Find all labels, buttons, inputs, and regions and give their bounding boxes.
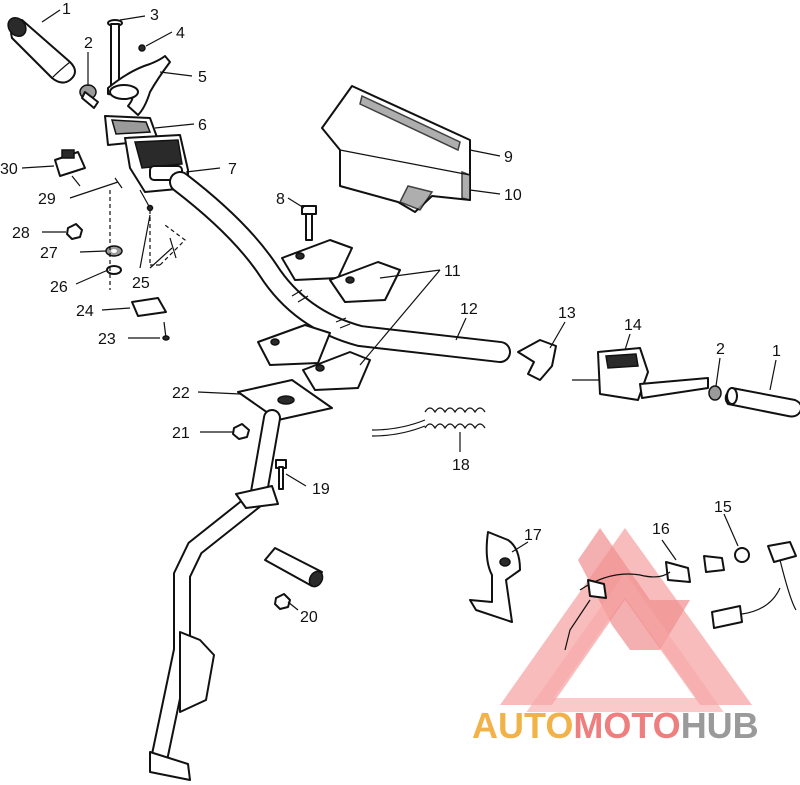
callout-20: 20 — [300, 609, 318, 626]
watermark-text: AUTOMOTOHUB — [472, 705, 759, 746]
callout-4: 4 — [176, 25, 185, 42]
switch-bracket — [469, 531, 521, 623]
callout-10: 10 — [504, 187, 522, 204]
callout-24: 24 — [76, 303, 94, 320]
callout-1-left: 1 — [62, 1, 71, 18]
callout-labels: 1 2 3 4 5 6 7 8 9 10 11 12 13 14 2 1 15 … — [0, 1, 781, 626]
callout-5: 5 — [198, 69, 207, 86]
retaining-clip — [138, 44, 146, 52]
callout-9: 9 — [504, 149, 513, 166]
handlebar — [169, 171, 511, 363]
pivot-pin — [107, 19, 123, 87]
bushing — [264, 547, 324, 588]
plate-nut — [232, 423, 250, 440]
callout-16: 16 — [652, 521, 670, 538]
hex-nut — [66, 223, 83, 240]
callout-19: 19 — [312, 481, 330, 498]
right-bar-plug — [708, 385, 722, 401]
callout-29: 29 — [38, 191, 56, 208]
kill-switch — [54, 149, 86, 187]
lower-nut — [274, 593, 291, 610]
callout-7: 7 — [228, 161, 237, 178]
clamp-bolt — [301, 205, 317, 241]
plate-screw — [162, 321, 170, 341]
lower-clamp — [257, 324, 371, 391]
callout-12: 12 — [460, 301, 478, 318]
left-bar-plug — [79, 84, 99, 109]
flat-washer — [105, 245, 123, 257]
brake-master-cylinder — [572, 347, 709, 401]
callout-6: 6 — [198, 117, 207, 134]
callout-23: 23 — [98, 331, 116, 348]
callout-8: 8 — [276, 191, 285, 208]
callout-3: 3 — [150, 7, 159, 24]
ignition-switch-assembly — [564, 541, 797, 651]
callout-22: 22 — [172, 385, 190, 402]
callout-14: 14 — [624, 317, 642, 334]
callout-27: 27 — [40, 245, 58, 262]
callout-26: 26 — [50, 279, 68, 296]
coiled-cable — [371, 407, 486, 437]
cover-plate — [131, 297, 167, 317]
callout-21: 21 — [172, 425, 190, 442]
callout-30: 30 — [0, 161, 18, 178]
callout-13: 13 — [558, 305, 576, 322]
leader-lines — [21, 9, 777, 611]
long-screws — [169, 237, 177, 259]
throttle-lever — [107, 55, 171, 116]
upper-clamp — [281, 239, 401, 303]
callout-17: 17 — [524, 527, 542, 544]
headlight-pod — [321, 85, 471, 213]
left-grip — [7, 17, 76, 84]
callout-15: 15 — [714, 499, 732, 516]
callout-25: 25 — [132, 275, 150, 292]
callout-2-right: 2 — [716, 341, 725, 358]
lock-washer — [106, 265, 122, 275]
switch-screw — [114, 177, 123, 189]
post-bolt — [275, 459, 287, 490]
callout-2-left: 2 — [84, 35, 93, 52]
callout-18: 18 — [452, 457, 470, 474]
callout-28: 28 — [12, 225, 30, 242]
steering-post — [149, 409, 281, 781]
callout-11: 11 — [444, 263, 461, 280]
callout-1-right: 1 — [772, 343, 781, 360]
housing-screw — [139, 189, 154, 212]
right-grip — [724, 387, 800, 418]
steering-post-plate — [237, 379, 333, 421]
brake-lever-bracket — [517, 339, 557, 381]
watermark-logo — [500, 528, 752, 712]
